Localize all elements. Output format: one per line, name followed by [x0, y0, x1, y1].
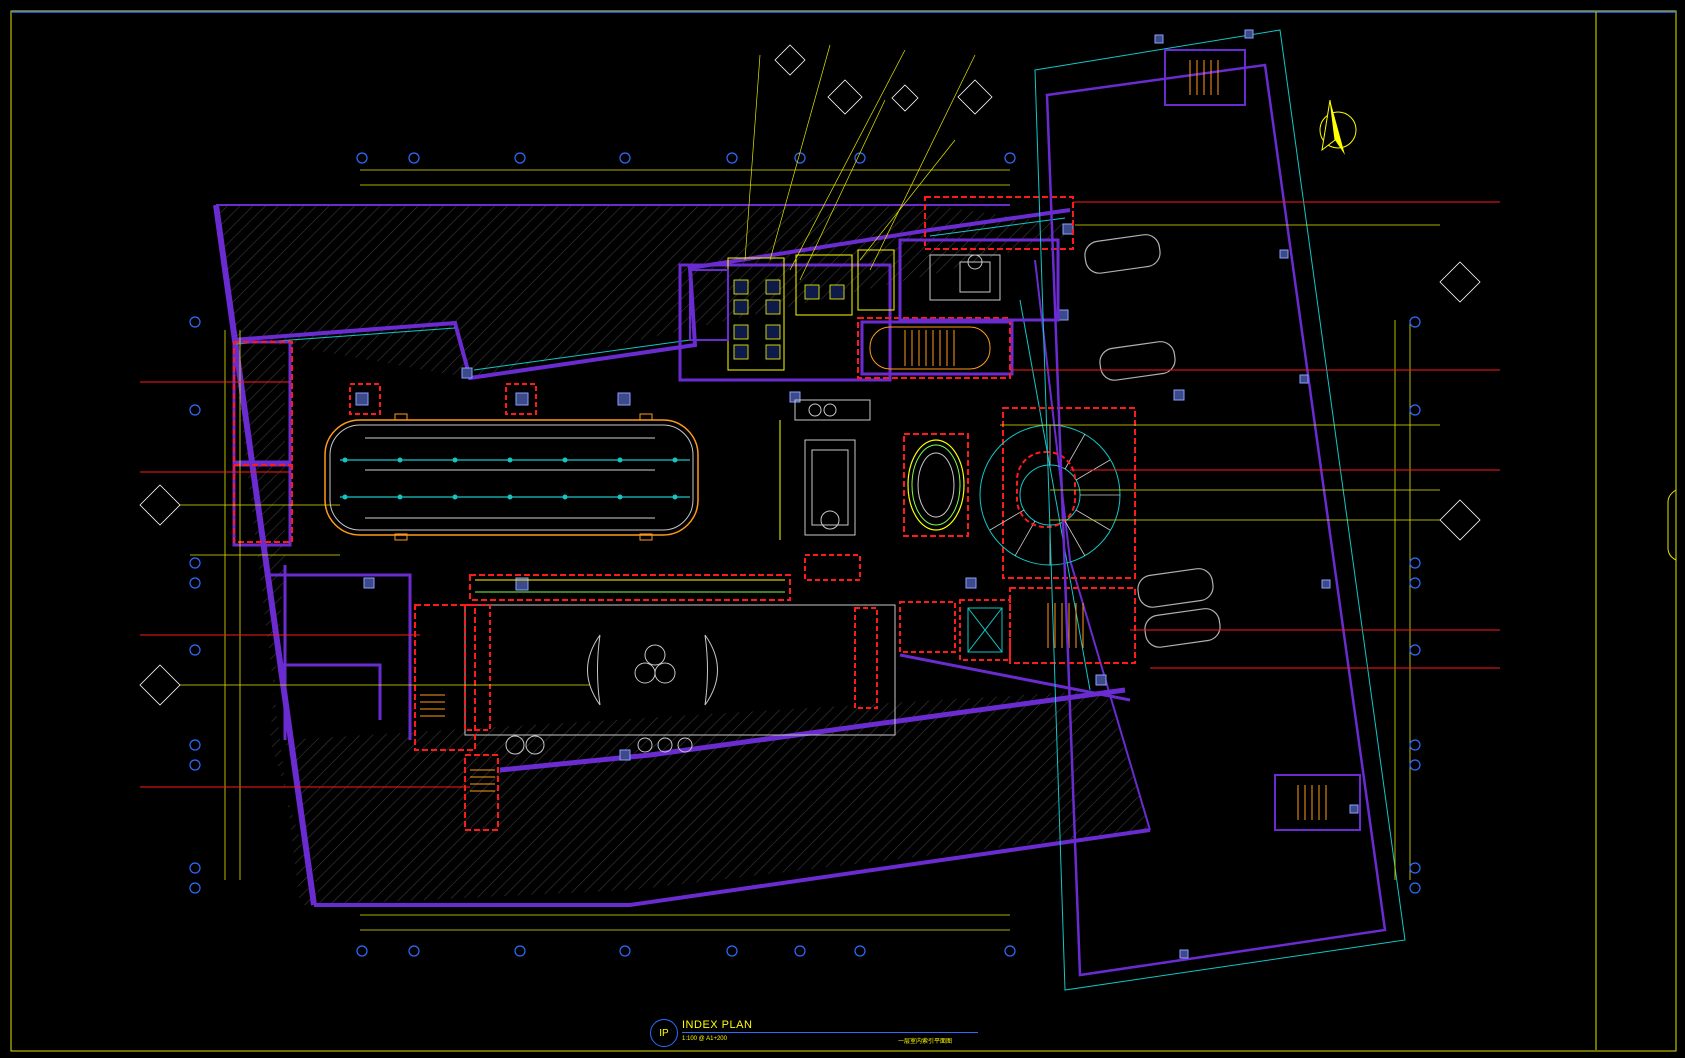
car-icon [1084, 234, 1221, 648]
parking-building [1034, 29, 1406, 991]
long-table [324, 419, 699, 536]
central-lounge [779, 399, 871, 540]
drawing-mark: IP [650, 1019, 678, 1047]
exterior-hatch-bottom [285, 690, 1150, 905]
drawing-scale: 1:100 @ A1+200 [682, 1036, 727, 1042]
drawing-title: INDEX PLAN [682, 1019, 753, 1031]
drawing-chinese-title: 一层室内索引平面图 [898, 1039, 953, 1045]
spiral-stair [979, 407, 1136, 579]
north-arrow-icon [1319, 99, 1357, 155]
grid-bubble-icon [189, 152, 1421, 957]
stair-north [857, 317, 1014, 379]
index-diamond-icon [139, 44, 1481, 706]
south-facade [499, 687, 1126, 773]
north-facade [231, 208, 1071, 381]
exterior-hatch-top [215, 205, 1072, 378]
oval-reception [903, 433, 969, 537]
structural-columns [355, 223, 1185, 761]
drawing-title-block: IP INDEX PLAN 1:100 @ A1+200 一层室内索引平面图 [648, 1013, 978, 1049]
index-leaders [180, 44, 1440, 686]
outer-wall-bottom [314, 828, 1151, 907]
sheet-frame [10, 10, 1677, 1052]
south-lounge [464, 554, 896, 755]
outer-wall-right [1034, 259, 1151, 831]
grid-dimension-lines [224, 169, 1411, 931]
main-building [213, 196, 1185, 907]
title-underline [682, 1032, 978, 1033]
section-lines [140, 201, 1500, 788]
